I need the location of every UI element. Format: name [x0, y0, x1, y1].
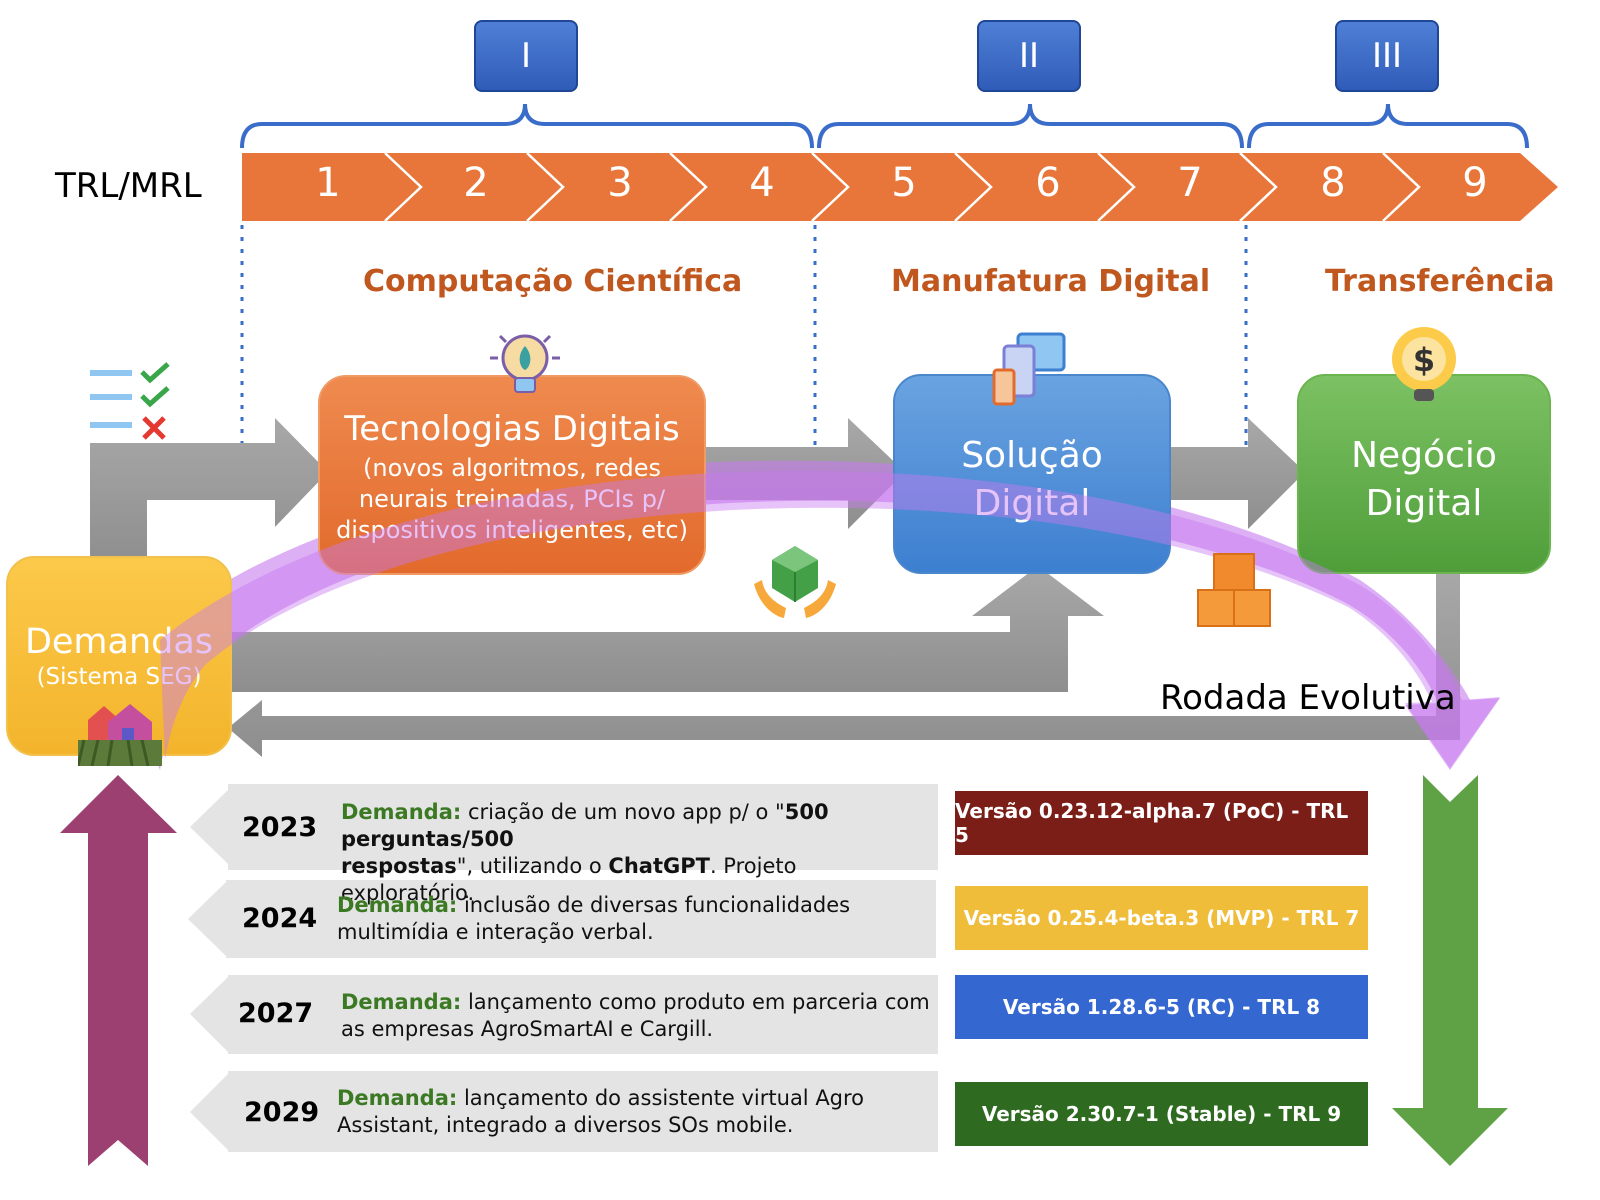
demandas-sub: (Sistema SEG)	[36, 664, 202, 690]
section-title-computacao: Computação Científica	[363, 264, 743, 299]
flow-arrows	[90, 418, 1460, 757]
trl-level-3: 3	[607, 160, 633, 206]
demanda-bold: ChatGPT	[608, 854, 710, 878]
solucao-digital-box: Solução Digital	[893, 374, 1171, 574]
demanda-text-2027: Demanda: lançamento como produto em parc…	[341, 989, 931, 1043]
demandas-title: Demandas	[24, 622, 214, 662]
negocio-line-1: Negócio	[1351, 435, 1497, 476]
lightbulb-leaf-icon	[490, 334, 560, 393]
version-badge-2024: Versão 0.25.4-beta.3 (MVP) - TRL 7	[955, 886, 1368, 950]
demanda-text: as empresas AgroSmartAI e Cargill.	[341, 1017, 714, 1041]
demanda-bold: 500 perguntas/500	[341, 800, 829, 851]
trl-level-5: 5	[891, 160, 917, 206]
demanda-text-2029: Demanda: lançamento do assistente virtua…	[337, 1085, 927, 1139]
negocio-line-2: Digital	[1365, 483, 1483, 524]
year-2029: 2029	[244, 1097, 320, 1128]
right-down-arrow	[1392, 775, 1508, 1166]
checklist-icon	[90, 362, 170, 440]
trl-label: TRL/MRL	[55, 166, 202, 206]
version-badge-2027: Versão 1.28.6-5 (RC) - TRL 8	[955, 975, 1368, 1039]
timeline-row-2024	[322, 880, 936, 958]
demanda-text: lançamento como produto em parceria com	[461, 990, 930, 1014]
year-2027: 2027	[238, 998, 314, 1029]
demanda-label: Demanda:	[337, 893, 458, 917]
demanda-text: criação de um novo app p/ o "	[461, 800, 785, 824]
section-title-transferencia: Transferência	[1325, 264, 1555, 299]
demanda-text-2023: Demanda: criação de um novo app p/ o "50…	[341, 799, 931, 907]
left-up-arrow	[60, 775, 177, 1166]
demandas-box: Demandas (Sistema SEG)	[6, 556, 232, 756]
year-2023: 2023	[242, 812, 318, 843]
demanda-text: ", utilizando o	[456, 854, 609, 878]
version-badge-2029: Versão 2.30.7-1 (Stable) - TRL 9	[955, 1082, 1368, 1146]
tecnologias-title: Tecnologias Digitais	[344, 409, 680, 449]
year-2024: 2024	[242, 903, 318, 934]
phase-box-2: II	[977, 20, 1081, 92]
rodada-evolutiva-label: Rodada Evolutiva	[1160, 678, 1456, 718]
trl-level-6: 6	[1035, 160, 1061, 206]
money-bulb-icon: $	[1392, 327, 1456, 401]
phase-brackets	[240, 103, 1529, 149]
tecnologias-sub-2: neurais treinadas, PCIs p/	[358, 485, 666, 513]
trl-level-7: 7	[1177, 160, 1203, 206]
farm-icon	[78, 704, 162, 766]
timeline-row-2029	[324, 1071, 938, 1152]
demanda-bold: respostas	[341, 854, 457, 878]
hands-cube-icon	[754, 546, 836, 618]
solucao-line-2: Digital	[973, 483, 1091, 524]
demanda-label: Demanda:	[337, 1086, 458, 1110]
demanda-text: inclusão de diversas funcionalidades	[457, 893, 851, 917]
demanda-label: Demanda:	[341, 990, 462, 1014]
trl-level-9: 9	[1462, 160, 1488, 206]
tecnologias-sub-1: (novos algoritmos, redes	[363, 454, 661, 482]
demanda-text-2024: Demanda: inclusão de diversas funcionali…	[337, 892, 927, 946]
tecnologias-sub-3: dispositivos inteligentes, etc)	[336, 516, 688, 544]
timeline-row-2027	[324, 975, 938, 1054]
trl-level-2: 2	[463, 160, 489, 206]
demanda-text: multimídia e interação verbal.	[337, 920, 654, 944]
phase-box-3: III	[1335, 20, 1439, 92]
boxes-icon	[1197, 553, 1271, 627]
negocio-digital-box: Negócio Digital	[1297, 374, 1551, 574]
trl-level-4: 4	[749, 160, 775, 206]
trl-band	[242, 152, 1558, 222]
tecnologias-digitais-box: Tecnologias Digitais (novos algoritmos, …	[318, 375, 706, 575]
demanda-text: Assistant, integrado a diversos SOs mobi…	[337, 1113, 794, 1137]
version-badge-2023: Versão 0.23.12-alpha.7 (PoC) - TRL 5	[955, 791, 1368, 855]
solucao-line-1: Solução	[961, 435, 1103, 476]
demanda-text: lançamento do assistente virtual Agro	[457, 1086, 865, 1110]
devices-icon	[992, 332, 1066, 406]
phase-box-1: I	[474, 20, 578, 92]
demanda-text: . Projeto exploratório.	[341, 854, 797, 905]
svg-text:$: $	[1413, 341, 1435, 379]
demanda-label: Demanda:	[341, 800, 462, 824]
section-title-manufatura: Manufatura Digital	[891, 264, 1211, 299]
timeline-row-2023	[324, 784, 938, 870]
trl-level-1: 1	[315, 160, 341, 206]
trl-level-8: 8	[1320, 160, 1346, 206]
